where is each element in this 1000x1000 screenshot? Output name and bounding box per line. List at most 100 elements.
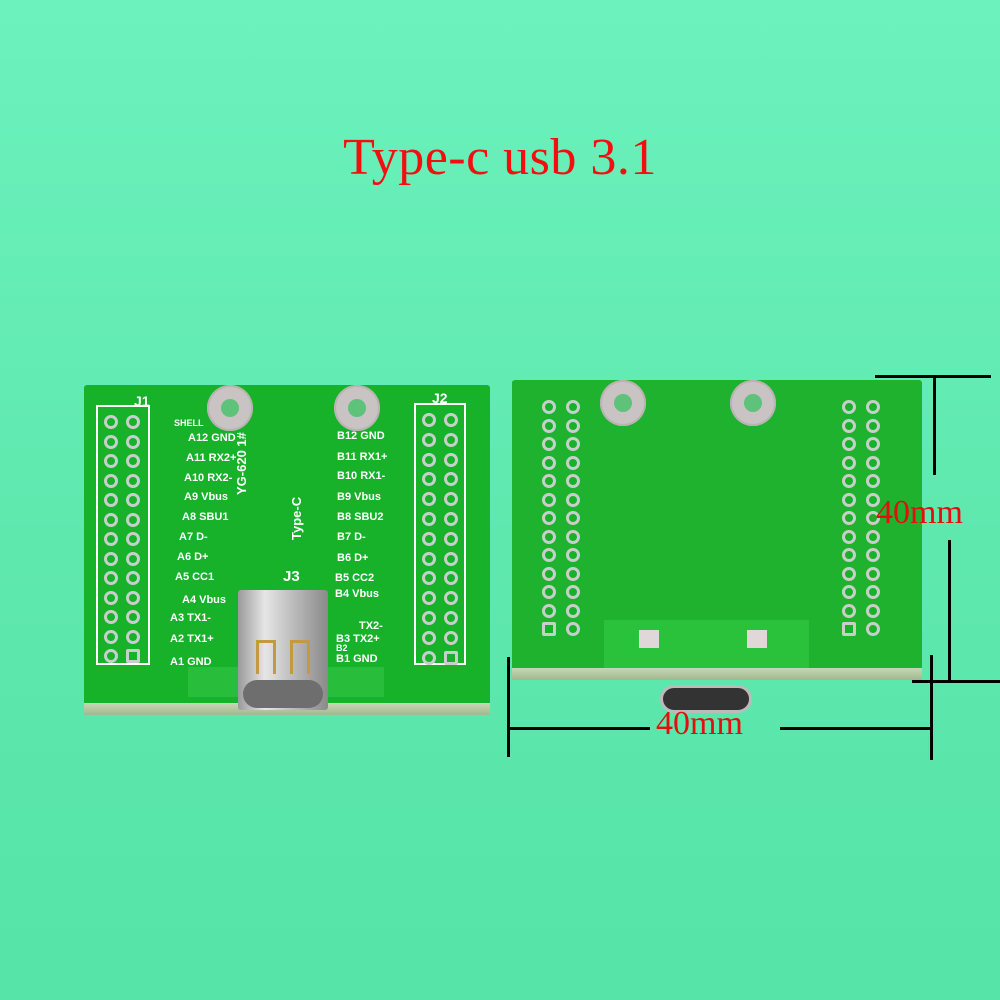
pin-hole	[842, 418, 856, 433]
pin-hole	[866, 603, 880, 618]
j1-silkscreen-box	[96, 405, 150, 665]
front-pcb-board: J1 J2 SHELL A12 GND A11 RX2+ A10 RX2- A9…	[84, 385, 490, 715]
pin-hole	[542, 566, 556, 581]
pin-label: B2	[336, 643, 348, 653]
mounting-hole	[334, 385, 380, 431]
mounting-hole	[600, 380, 646, 426]
dimension-line-horizontal	[780, 727, 930, 730]
dimension-line-vertical	[933, 375, 936, 475]
pin-label: A12 GND	[188, 432, 236, 444]
j2-label: J2	[432, 390, 448, 406]
pin-hole	[126, 454, 140, 468]
pin-hole	[566, 548, 580, 562]
pin-hole	[542, 437, 556, 451]
pin-hole	[542, 529, 556, 544]
pin-hole	[126, 571, 140, 585]
product-title: Type-c usb 3.1	[343, 129, 657, 186]
type-c-text: Type-C	[289, 496, 304, 540]
pin-label: B1 GND	[336, 653, 378, 665]
pin-hole	[422, 571, 436, 586]
pin-hole	[566, 566, 580, 581]
pin-hole	[542, 622, 556, 636]
pin-hole	[104, 473, 118, 488]
pin-hole	[566, 622, 580, 636]
pin-hole	[866, 566, 880, 581]
pin-hole	[444, 611, 458, 625]
pin-hole	[866, 622, 880, 636]
pin-hole	[842, 548, 856, 562]
pin-hole	[126, 415, 140, 429]
pin-label: B3 TX2+	[336, 633, 380, 645]
pin-hole	[422, 492, 436, 507]
pin-hole	[566, 400, 580, 414]
solder-pad	[747, 630, 767, 648]
solder-pad	[639, 630, 659, 648]
pin-hole	[866, 437, 880, 451]
pin-hole	[542, 455, 556, 470]
back-pcb-board	[512, 380, 922, 680]
pin-label: SHELL	[174, 418, 204, 428]
pin-hole	[842, 603, 856, 618]
usb-c-port-back	[660, 685, 752, 713]
pin-hole	[126, 610, 140, 624]
pin-hole	[126, 493, 140, 507]
pin-hole	[842, 622, 856, 636]
pin-hole	[842, 437, 856, 451]
pcb-edge	[512, 668, 922, 680]
dimension-line-bottom	[912, 680, 1000, 683]
pin-hole	[422, 650, 436, 665]
pin-hole	[444, 413, 458, 427]
usb-c-connector	[238, 590, 328, 710]
pin-hole	[866, 511, 880, 525]
pin-hole	[444, 591, 458, 606]
dimension-line-left	[507, 657, 510, 757]
dimension-line-horizontal	[510, 727, 650, 730]
usb-c-port-opening	[243, 680, 323, 708]
connector-pad-area	[604, 620, 809, 668]
pin-hole	[542, 603, 556, 618]
pin-hole	[842, 492, 856, 507]
pin-hole	[444, 472, 458, 487]
dimension-line-vertical	[948, 540, 951, 680]
pin-hole	[104, 532, 118, 546]
pin-hole	[842, 585, 856, 599]
pin-hole	[444, 531, 458, 546]
dimension-line-right	[930, 655, 933, 760]
pin-hole	[842, 511, 856, 525]
pin-hole	[842, 474, 856, 488]
connector-pin	[256, 640, 276, 674]
connector-pin	[290, 640, 310, 674]
pin-hole	[842, 455, 856, 470]
pin-label: B7 D-	[337, 531, 366, 543]
pin-label: B10 RX1-	[337, 470, 386, 482]
pin-hole	[542, 418, 556, 433]
pin-hole	[104, 571, 118, 585]
pin-hole	[444, 512, 458, 526]
pin-label: TX2-	[359, 620, 383, 632]
pin-hole	[104, 434, 118, 449]
pin-hole	[542, 511, 556, 525]
pin-hole	[542, 585, 556, 599]
pin-hole	[104, 454, 118, 468]
pin-hole	[842, 400, 856, 414]
pin-label: A1 GND	[170, 656, 212, 668]
pin-hole	[566, 437, 580, 451]
pin-hole	[104, 415, 118, 429]
pin-hole	[126, 551, 140, 566]
pin-hole	[566, 603, 580, 618]
pin-label: A4 Vbus	[182, 594, 227, 606]
pin-hole	[126, 649, 140, 663]
pin-label: A8 SBU1	[182, 511, 229, 523]
pin-hole	[422, 512, 436, 526]
pin-hole	[126, 532, 140, 546]
pin-label: B6 D+	[337, 552, 369, 564]
pin-hole	[542, 474, 556, 488]
pin-hole	[566, 585, 580, 599]
pin-hole	[444, 452, 458, 467]
pin-hole	[566, 511, 580, 525]
pin-label: A10 RX2-	[184, 472, 233, 484]
pin-hole	[422, 432, 436, 447]
pin-hole	[542, 492, 556, 507]
pin-label: A6 D+	[177, 551, 209, 563]
pin-hole	[104, 493, 118, 507]
